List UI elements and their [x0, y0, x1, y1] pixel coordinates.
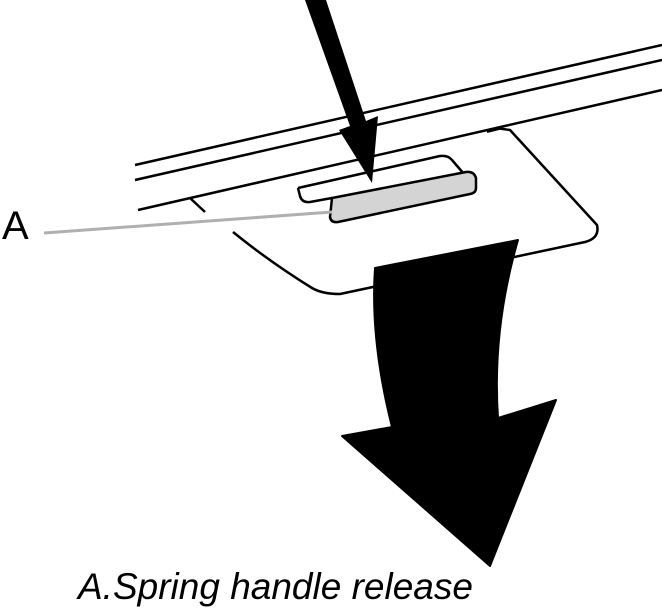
- figure-caption: A.Spring handle release: [78, 566, 473, 607]
- pull-down-arrow: [341, 239, 557, 567]
- callout-letter-a: A: [2, 204, 29, 248]
- callout-leader-line: [43, 210, 333, 235]
- press-arrow: [305, 0, 378, 183]
- handle-plate: [189, 126, 599, 296]
- release-recess: [297, 154, 477, 190]
- spring-handle-release: [328, 170, 478, 224]
- panel-edge: [134, 43, 662, 212]
